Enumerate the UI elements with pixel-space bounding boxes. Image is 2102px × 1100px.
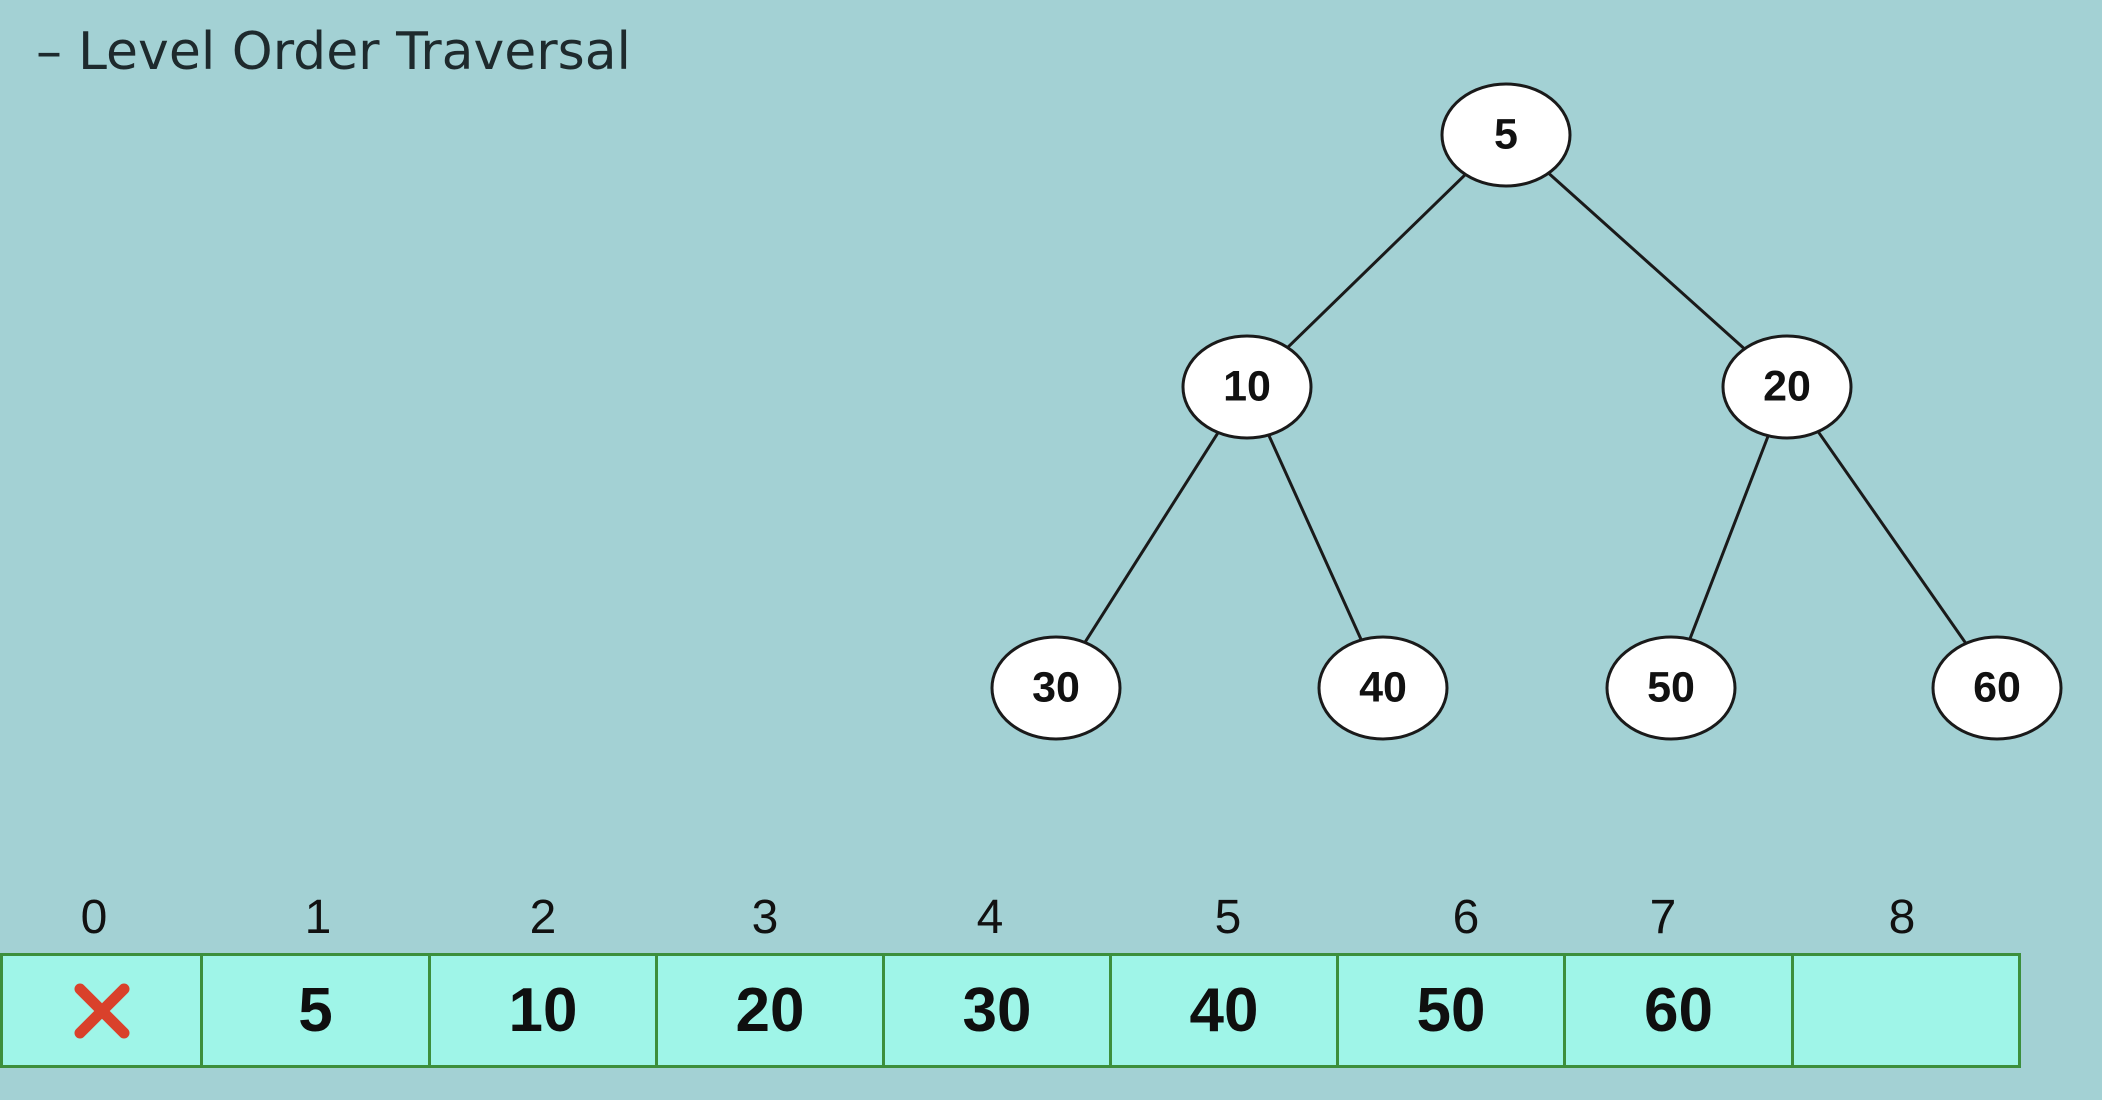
array-cell [0, 953, 203, 1068]
tree-node: 30 [990, 635, 1122, 741]
tree-node: 50 [1605, 635, 1737, 741]
tree-edge [1286, 173, 1467, 349]
tree-node-circle [1440, 82, 1572, 188]
tree-node-label: 10 [1223, 362, 1271, 410]
tree-edge [1267, 434, 1363, 641]
array-cell-value: 40 [1189, 976, 1259, 1045]
array-index-label: 8 [1888, 891, 1916, 944]
tree-node-circle [1317, 635, 1449, 741]
tree-node-label: 50 [1647, 663, 1695, 711]
array-cell: 50 [1339, 953, 1566, 1068]
tree-node-circle [1721, 334, 1853, 440]
array-cell-value: 30 [962, 976, 1032, 1045]
cross-icon [74, 983, 129, 1038]
array-cell-value: 10 [508, 976, 578, 1045]
tree-node-circle [1181, 334, 1313, 440]
tree-node: 10 [1181, 334, 1313, 440]
tree-node: 5 [1440, 82, 1572, 188]
array-index-label: 6 [1452, 891, 1480, 944]
array-cell-value: 5 [298, 976, 333, 1045]
tree-node: 60 [1931, 635, 2063, 741]
binary-tree: 5 10 20 30 40 50 60 [990, 82, 2063, 741]
array-cell: 40 [1112, 953, 1339, 1068]
tree-node: 40 [1317, 635, 1449, 741]
array-index-label: 2 [529, 891, 557, 944]
array-cell: 5 [203, 953, 431, 1068]
tree-node-label: 20 [1763, 362, 1811, 410]
array-cell: 30 [885, 953, 1112, 1068]
tree-edges [1083, 172, 1968, 645]
array-cell: 60 [1566, 953, 1794, 1068]
tree-edge [1816, 430, 1968, 645]
tree-edge [1083, 431, 1220, 644]
array-index-label: 4 [976, 891, 1004, 944]
tree-edge [1547, 172, 1746, 350]
array-cell-value: 60 [1644, 976, 1713, 1045]
tree-node-circle [1931, 635, 2063, 741]
array-index-label: 3 [751, 891, 779, 944]
tree-nodes: 5 10 20 30 40 50 60 [990, 82, 2063, 741]
array-cell-value: 20 [735, 976, 805, 1045]
tree-node-label: 60 [1973, 663, 2021, 711]
array-index-label: 1 [304, 891, 332, 944]
tree-node-label: 40 [1359, 663, 1407, 711]
tree-node-label: 5 [1494, 110, 1518, 158]
array-cell: 10 [431, 953, 658, 1068]
heading-dash: – [36, 22, 62, 82]
array-index-label: 5 [1214, 891, 1242, 944]
tree-node-label: 30 [1032, 663, 1080, 711]
page-title: –Level Order Traversal [36, 22, 631, 82]
tree-edge [1688, 435, 1770, 640]
tree-node: 20 [1721, 334, 1853, 440]
array-cell: 20 [658, 953, 885, 1068]
tree-node-circle [990, 635, 1122, 741]
array-cell [1794, 953, 2021, 1068]
array-cell-value: 50 [1416, 976, 1486, 1045]
array-index-label: 0 [80, 891, 108, 944]
array-index-label: 7 [1649, 891, 1677, 944]
heading-text: Level Order Traversal [78, 22, 632, 82]
tree-node-circle [1605, 635, 1737, 741]
